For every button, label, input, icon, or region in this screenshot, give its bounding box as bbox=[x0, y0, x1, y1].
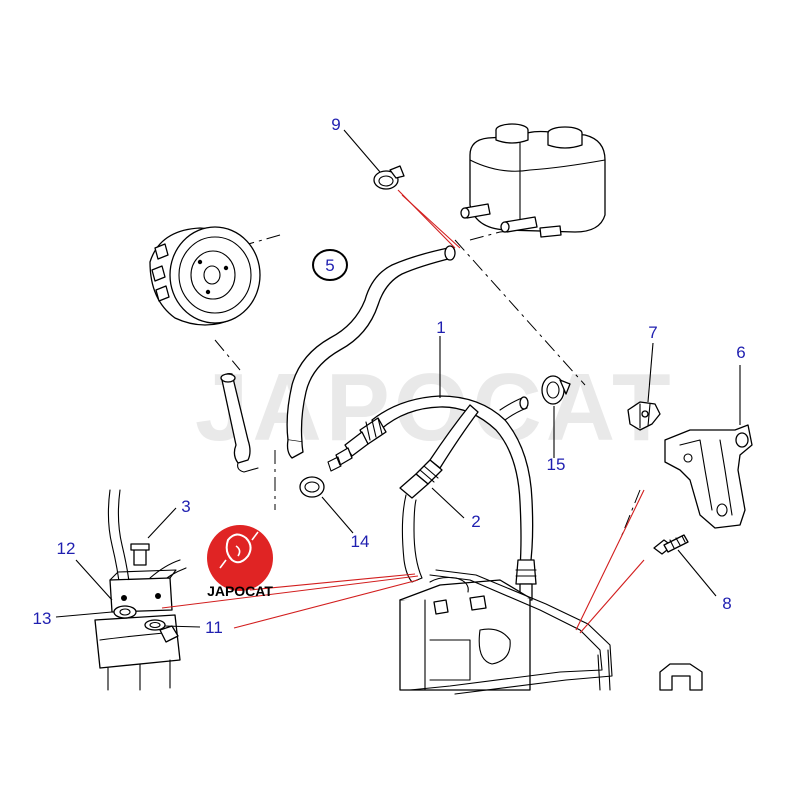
hose-clamp bbox=[373, 165, 405, 190]
japocat-logo: JAPOCAT bbox=[207, 525, 273, 599]
pump-outlet-pipe bbox=[220, 372, 259, 473]
retaining-clip bbox=[627, 401, 661, 431]
callout-5: 5 bbox=[325, 256, 334, 275]
battery-block bbox=[399, 576, 531, 691]
pipe-clip bbox=[659, 663, 703, 691]
highlight-circle bbox=[312, 249, 348, 281]
bolt bbox=[653, 534, 689, 555]
feed-hose bbox=[399, 404, 479, 583]
callout-8: 8 bbox=[722, 594, 731, 613]
logo-text: JAPOCAT bbox=[207, 583, 273, 599]
pump-manifold bbox=[94, 489, 187, 691]
callout-13: 13 bbox=[33, 609, 52, 628]
callout-1: 1 bbox=[436, 318, 445, 337]
o-ring bbox=[299, 476, 325, 498]
pump-pulley bbox=[149, 226, 261, 326]
leader-lines bbox=[55, 129, 741, 628]
callout-9: 9 bbox=[331, 115, 340, 134]
fluid-reservoir bbox=[460, 123, 606, 238]
callout-3: 3 bbox=[181, 497, 190, 516]
callout-12: 12 bbox=[57, 539, 76, 558]
callout-11: 11 bbox=[205, 618, 223, 637]
mounting-bracket bbox=[664, 424, 753, 529]
return-hose bbox=[286, 245, 456, 459]
pressure-hose bbox=[327, 395, 537, 601]
hose-clamp-2 bbox=[541, 375, 571, 405]
callout-6: 6 bbox=[736, 343, 745, 362]
callout-14: 14 bbox=[351, 532, 370, 551]
callout-15: 15 bbox=[547, 455, 566, 474]
callout-7: 7 bbox=[648, 323, 657, 342]
red-leader-lines bbox=[161, 189, 645, 634]
callout-labels: 9 5 1 6 7 15 2 3 14 12 13 11 8 bbox=[33, 115, 746, 637]
cooler-lines bbox=[409, 569, 613, 695]
callout-2: 2 bbox=[471, 512, 480, 531]
